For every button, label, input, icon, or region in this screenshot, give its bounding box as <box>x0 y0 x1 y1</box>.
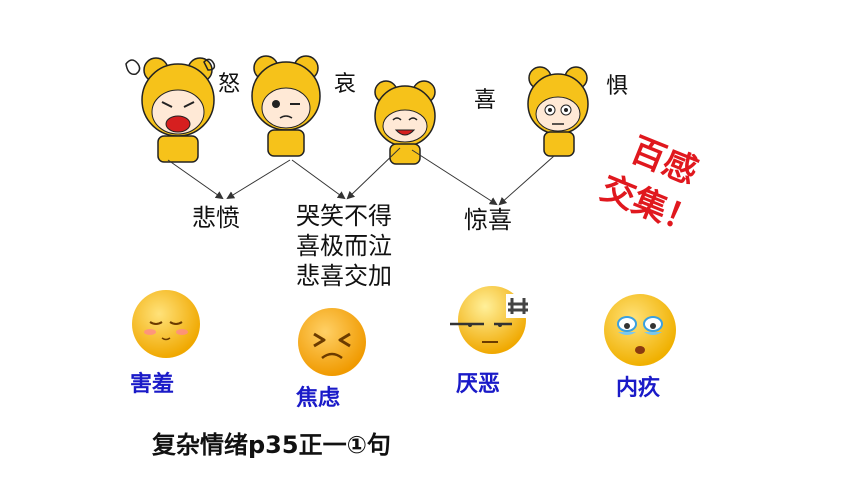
disgusted-face-icon <box>450 286 530 354</box>
anxious-face-icon <box>298 308 366 376</box>
emotion-sorrow-label: 哀 <box>334 72 357 97</box>
emoji-label-anxious: 焦虑 <box>296 386 341 411</box>
result-combo-line-1: 哭笑不得 <box>296 202 392 230</box>
result-combo-line-3: 悲喜交加 <box>296 262 392 290</box>
result-combo-line-2: 喜极而泣 <box>296 232 392 260</box>
emotion-fear-label: 惧 <box>606 74 629 99</box>
scared-character-icon <box>527 66 589 157</box>
characters-illustration <box>125 55 589 165</box>
result-bei-fen: 悲愤 <box>192 204 240 232</box>
happy-character-icon <box>374 80 436 165</box>
connector-arrows <box>167 147 555 206</box>
angry-character-icon <box>125 57 216 163</box>
emoji-label-disgust: 厌恶 <box>456 372 501 397</box>
emoji-label-guilt: 内疚 <box>616 376 661 401</box>
emotion-joy-label: 喜 <box>474 88 497 113</box>
emoji-label-shy: 害羞 <box>130 372 175 397</box>
page-caption: 复杂情绪p35正一①句 <box>152 431 391 459</box>
emotion-anger-label: 怒 <box>218 72 241 97</box>
shy-face-icon <box>132 290 200 358</box>
guilty-face-icon <box>604 294 676 366</box>
sad-character-icon <box>251 55 321 157</box>
result-jing-xi: 惊喜 <box>464 206 512 234</box>
